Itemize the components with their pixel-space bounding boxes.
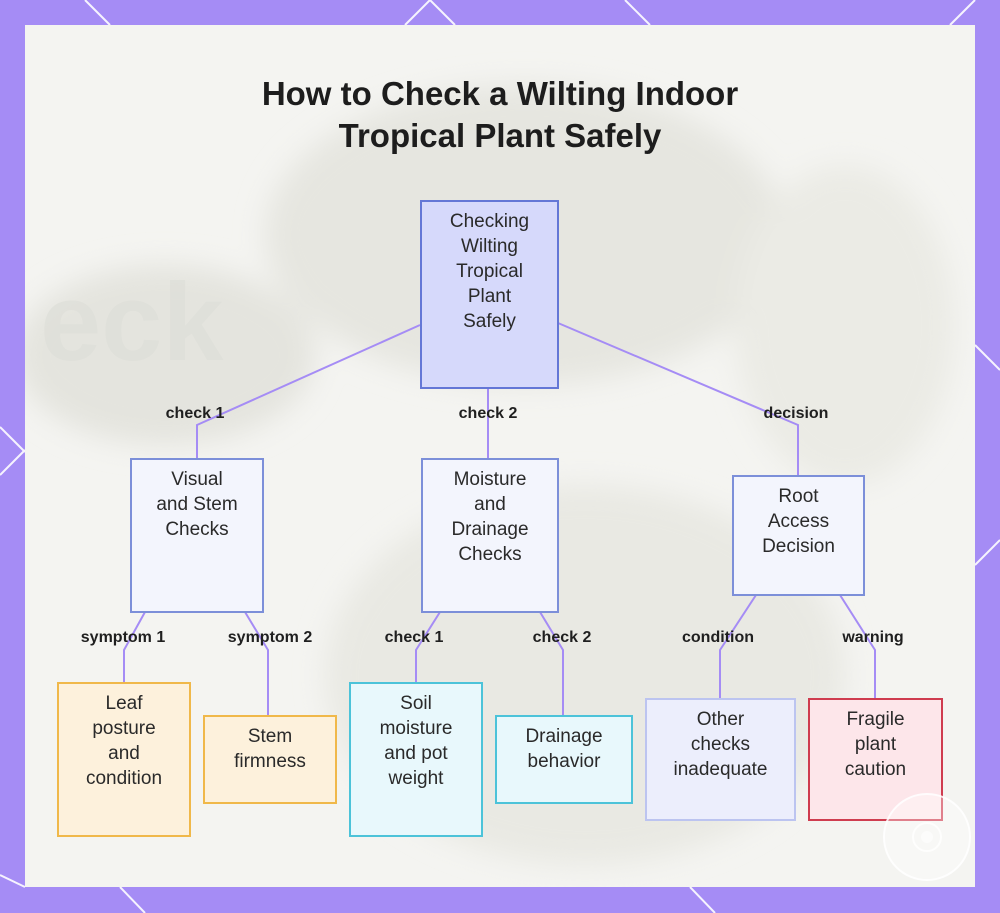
connector-root-visual (196, 324, 421, 458)
node-other-checks: Other checks inadequate (645, 698, 796, 821)
node-visual-line-2: and Stem (156, 494, 238, 515)
edge-label-moisture-check-2: check 2 (532, 629, 592, 646)
node-moisture-line-3: Drainage (451, 519, 529, 540)
node-moisture-line-4: Checks (458, 544, 522, 565)
node-leaf-line-4: condition (85, 768, 163, 789)
node-root-line-1: Checking (449, 211, 530, 232)
node-leaf-line-2: posture (92, 718, 156, 739)
node-visual-line-1: Visual (171, 469, 223, 490)
node-leaf-posture: Leaf posture and condition (57, 682, 191, 837)
node-rootaccess-line-3: Decision (762, 536, 835, 557)
node-stem-firmness: Stem firmness (203, 715, 337, 804)
node-stem-line-2: firmness (234, 751, 306, 772)
node-root-line-4: Plant (467, 286, 512, 307)
node-root-access-decision: Root Access Decision (732, 475, 865, 596)
node-moisture-line-1: Moisture (453, 469, 527, 490)
node-soil-line-1: Soil (400, 693, 432, 714)
node-soil-line-4: weight (388, 768, 444, 789)
node-fragile-line-1: Fragile (846, 709, 905, 730)
diagram-card: eck How to Check a Wilting Indoor Tropic… (25, 25, 975, 887)
node-moisture-drainage-checks: Moisture and Drainage Checks (421, 458, 559, 613)
edge-label-check-2: check 2 (458, 405, 518, 422)
node-drainage-line-2: behavior (527, 751, 601, 772)
edge-label-decision: decision (763, 405, 829, 422)
svg-text:eck: eck (40, 261, 224, 384)
node-soil-line-2: moisture (379, 718, 453, 739)
node-drainage-behavior: Drainage behavior (495, 715, 633, 804)
edge-label-condition: condition (682, 629, 754, 646)
node-other-line-2: checks (690, 734, 751, 755)
logo-badge-icon (883, 793, 971, 881)
node-visual-stem-checks: Visual and Stem Checks (130, 458, 264, 613)
node-stem-line-1: Stem (247, 726, 293, 747)
node-fragile-line-2: plant (854, 734, 897, 755)
edge-label-warning: warning (842, 629, 904, 646)
edge-label-symptom-2: symptom 2 (227, 629, 313, 646)
diagram-title: How to Check a Wilting Indoor Tropical P… (25, 73, 975, 157)
connector-moisture-drainage (539, 611, 564, 715)
node-soil-moisture: Soil moisture and pot weight (349, 682, 483, 837)
connector-rootaccess-other (719, 594, 757, 698)
node-root-line-3: Tropical (456, 261, 523, 282)
node-rootaccess-line-2: Access (767, 511, 830, 532)
connector-visual-leaf (123, 611, 146, 682)
node-fragile-line-3: caution (844, 759, 907, 780)
node-other-line-1: Other (696, 709, 745, 730)
title-line-1: How to Check a Wilting Indoor (261, 75, 739, 112)
node-root: Checking Wilting Tropical Plant Safely (420, 200, 559, 389)
edge-label-symptom-1: symptom 1 (80, 629, 166, 646)
node-root-line-5: Safely (463, 311, 516, 332)
node-soil-line-3: and pot (384, 743, 448, 764)
connector-lines (123, 322, 876, 715)
connector-rootaccess-fragile (839, 594, 876, 698)
node-other-line-3: inadequate (673, 759, 768, 780)
connector-visual-stem (244, 611, 269, 715)
node-leaf-line-3: and (108, 743, 140, 764)
node-rootaccess-line-1: Root (778, 486, 819, 507)
node-moisture-line-2: and (474, 494, 506, 515)
node-visual-line-3: Checks (165, 519, 229, 540)
title-line-2: Tropical Plant Safely (338, 117, 662, 154)
connector-moisture-soil (415, 611, 441, 682)
edge-label-moisture-check-1: check 1 (384, 629, 444, 646)
edge-label-check-1: check 1 (165, 405, 225, 422)
node-leaf-line-1: Leaf (105, 693, 143, 714)
node-root-line-2: Wilting (460, 236, 518, 257)
node-drainage-line-1: Drainage (525, 726, 603, 747)
connector-root-rootaccess (557, 322, 799, 475)
